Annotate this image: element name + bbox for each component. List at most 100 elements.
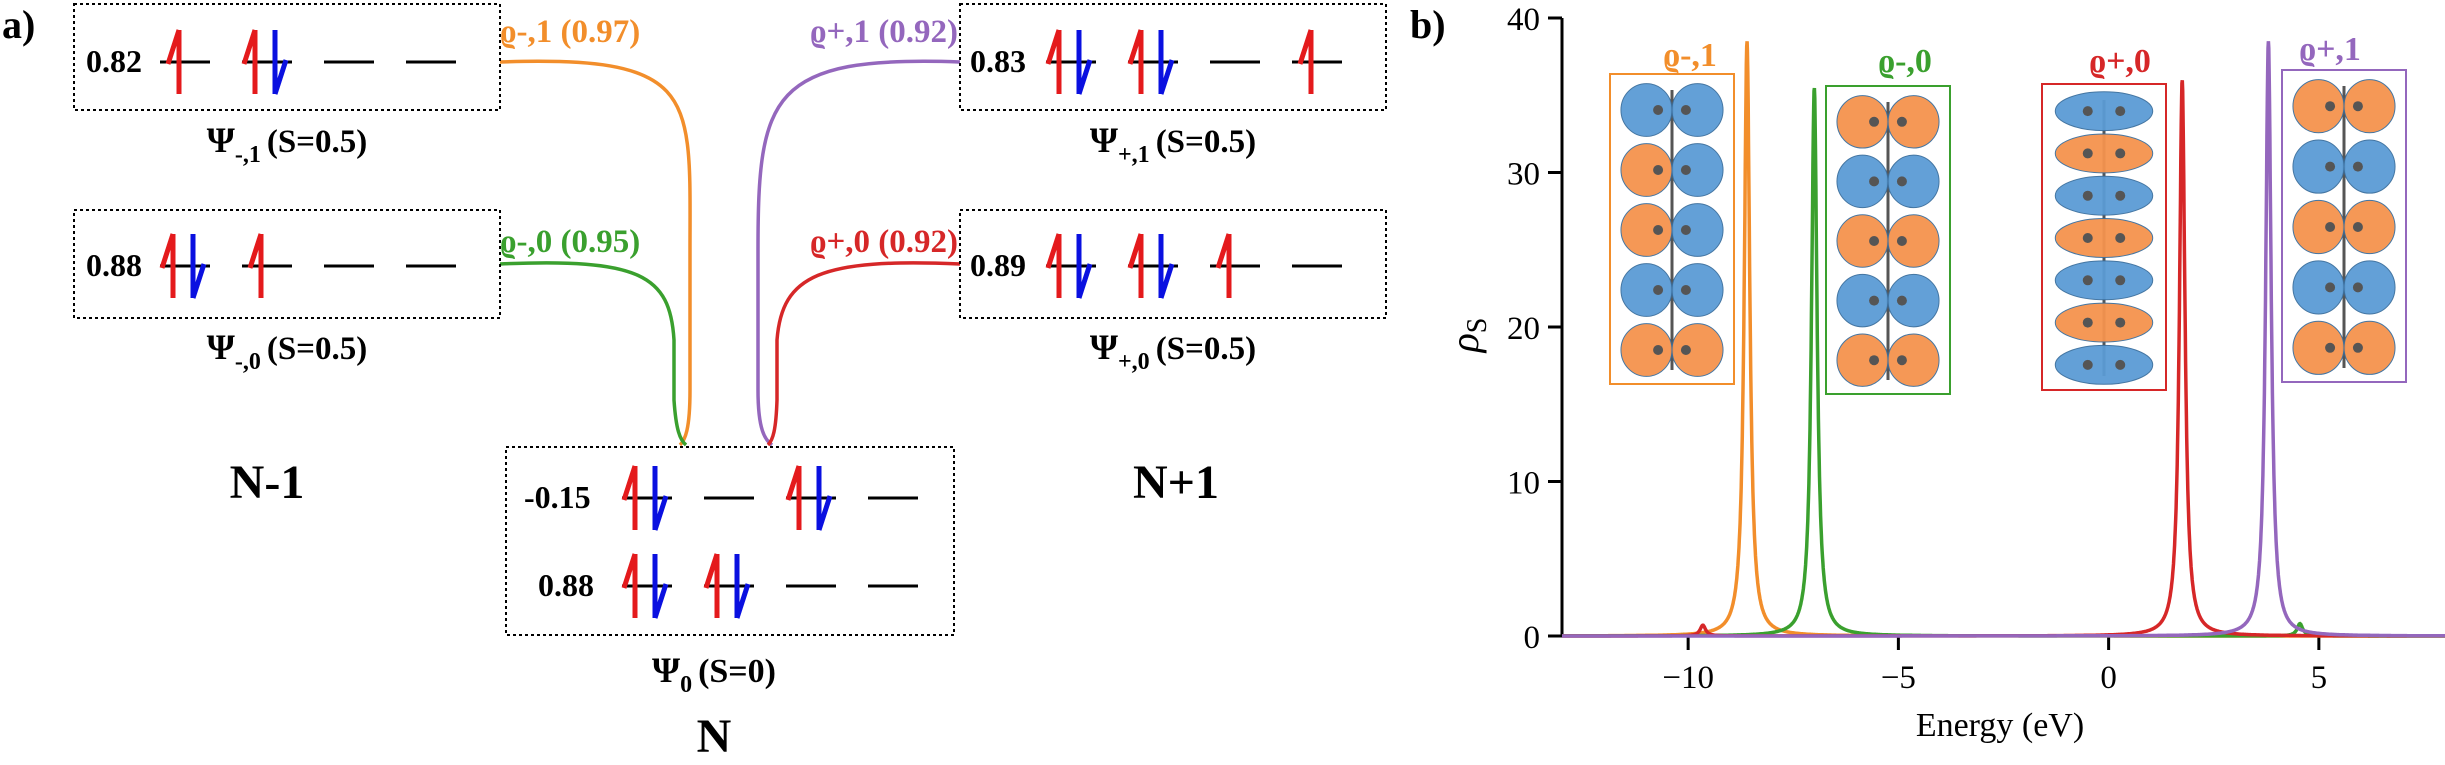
atom [2082,275,2093,286]
atom [2325,101,2336,112]
atom [2082,106,2093,117]
spin-down-arrow [652,466,669,531]
atom [1653,345,1664,355]
config-psi-0: -0.15 0.88 Ψ0(S=0) [505,446,955,698]
orbital-lobe [2054,260,2154,301]
x-tick-label: −5 [1881,660,1916,696]
series-line-3 [1562,41,2445,638]
orbital-levels [159,233,456,299]
atom [1869,355,1880,366]
spin-down-arrow [816,466,833,531]
panel-a: a) ϱ-,1 (0.97) ϱ-,0 (0.95) ϱ+,1 (0.92) ϱ… [2,2,1387,763]
orbital-lobe [2343,139,2396,194]
atom [2082,233,2093,243]
curve-rho-m0 [499,261,688,447]
atom [2325,282,2336,293]
config-caption: Ψ-,0(S=0.5) [207,327,367,375]
transition-label-rho-m1: ϱ-,1 (0.97) [500,14,640,50]
spin-down-arrow [734,554,751,619]
atom [1680,225,1691,235]
spin-up-arrow [247,233,264,298]
atom [1653,285,1664,295]
y-tick-label: 40 [1507,2,1540,38]
spin-up-arrow [1215,233,1232,298]
orbital-isosurface [2054,91,2154,385]
inset-rho-p0: ϱ+,0 [2041,43,2167,391]
orbital-lobe [1836,154,1889,209]
x-tick-label: 5 [2311,660,2328,696]
y-tick-label: 0 [1524,620,1541,656]
orbital-isosurface [1620,83,1724,377]
orbital-lobe [2292,79,2345,134]
orbital-lobe [1620,143,1673,197]
orbital-lobe [2054,91,2154,132]
orbital-levels [621,553,918,619]
group-label-n-minus-1: N-1 [230,456,305,509]
atom [1869,295,1880,306]
orbital-lobe [1671,263,1724,317]
atom [2115,233,2126,243]
spin-down-arrow [652,554,669,619]
orbital-lobe [2054,344,2154,385]
config-box [959,3,1387,111]
orbital-lobe [1887,333,1940,387]
inset-rho-m1: ϱ-,1 [1609,37,1735,385]
config-box [73,3,501,111]
atom [2325,161,2336,172]
x-tick-label: 0 [2100,660,2117,696]
inset-frame [1609,73,1735,385]
spin-up-arrow [785,465,802,530]
orbital-lobe [1671,203,1724,257]
spin-up-arrow [241,29,258,94]
spin-down-arrow [1076,30,1093,95]
transition-label-rho-p0: ϱ+,0 (0.92) [810,224,958,260]
orbital-lobe [2292,260,2345,315]
config-psi-m1: 0.82 Ψ-,1(S=0.5) [73,3,501,168]
transition-label-rho-m0: ϱ-,0 (0.95) [500,224,640,260]
y-tick-label: 10 [1507,466,1540,502]
atom [2115,148,2126,159]
config-box [505,446,955,636]
panel-a-label: a) [2,2,35,47]
atom [2352,101,2363,112]
spin-up-arrow [703,553,720,618]
orbital-lobe [1671,143,1724,197]
orbital-insets: ϱ-,1 ϱ-,0 ϱ+,0 ϱ+,1 [1609,31,2407,395]
spin-down-arrow [1158,30,1175,95]
inset-frame [2281,69,2407,383]
spin-up-arrow [165,29,182,94]
inset-label: ϱ+,1 [2299,31,2361,68]
spin-down-arrow [1076,234,1093,299]
orbital-lobe [2054,133,2154,174]
curve-rho-m1 [499,59,692,447]
config-caption: Ψ-,1(S=0.5) [207,120,367,168]
spin-up-arrow [159,233,176,298]
orbital-lobe [1887,214,1940,268]
orbital-levels [1045,233,1342,299]
inset-label: ϱ+,0 [2089,43,2151,80]
atom [2352,161,2363,172]
atom [1653,105,1664,115]
group-label-n-plus-1: N+1 [1133,456,1219,509]
atom [2115,275,2126,286]
config-weight: 0.88 [86,247,142,283]
atom [1869,236,1880,246]
curve-rho-p0 [766,261,961,447]
inset-label: ϱ-,1 [1663,37,1717,74]
config-psi-p1: 0.83 Ψ+,1(S=0.5) [959,3,1387,168]
orbital-lobe [1836,273,1889,328]
spin-down-arrow [190,234,207,299]
config-box [959,209,1387,319]
x-axis-label: Energy (eV) [1916,707,2084,744]
inset-rho-m0: ϱ-,0 [1825,43,1951,395]
orbital-levels [621,465,918,531]
orbital-lobe [1836,95,1889,149]
atom [2115,190,2126,201]
atom [1896,116,1907,127]
orbital-levels [160,29,456,95]
curve-rho-p1 [756,59,961,447]
transition-curves [499,59,961,447]
atom [1896,355,1907,366]
y-axis-label: ρS [1442,318,1493,355]
